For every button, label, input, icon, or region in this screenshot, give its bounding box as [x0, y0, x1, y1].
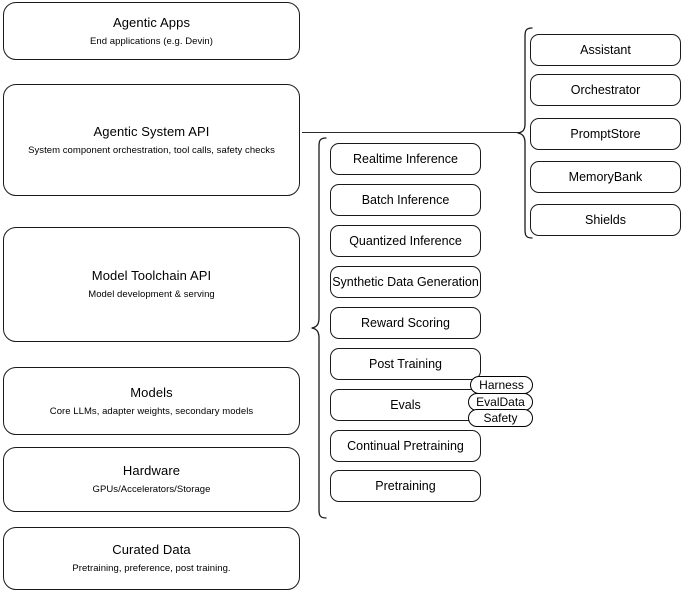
item-label: Orchestrator: [570, 82, 641, 97]
item-label: Assistant: [580, 42, 631, 57]
layer-title: Models: [130, 384, 173, 400]
toolchain-item-post-training[interactable]: Post Training: [330, 348, 481, 380]
layer-subtitle: System component orchestration, tool cal…: [28, 144, 275, 156]
item-label: Batch Inference: [361, 192, 450, 207]
layer-title: Agentic Apps: [112, 14, 191, 30]
brace-agentic-system-components: [517, 27, 533, 239]
item-label: Pretraining: [375, 478, 436, 493]
item-label: Reward Scoring: [361, 315, 450, 330]
layer-agentic-apps[interactable]: Agentic Apps End applications (e.g. Devi…: [3, 2, 300, 60]
item-label: Post Training: [369, 356, 442, 371]
item-label: Evals: [390, 397, 421, 412]
item-label: Quantized Inference: [349, 233, 462, 248]
toolchain-item-pretraining[interactable]: Pretraining: [330, 470, 481, 502]
evals-tag-label: EvalData: [476, 395, 525, 409]
item-label: PromptStore: [570, 126, 641, 141]
toolchain-item-batch-inference[interactable]: Batch Inference: [330, 184, 481, 216]
layer-title: Hardware: [122, 463, 181, 478]
toolchain-item-evals[interactable]: Evals: [330, 389, 481, 421]
layer-subtitle: Core LLMs, adapter weights, secondary mo…: [49, 405, 254, 417]
system-item-shields[interactable]: Shields: [530, 204, 681, 236]
toolchain-item-reward-scoring[interactable]: Reward Scoring: [330, 307, 481, 339]
evals-tag-label: Harness: [479, 378, 524, 392]
system-item-memorybank[interactable]: MemoryBank: [530, 161, 681, 193]
toolchain-item-quantized-inference[interactable]: Quantized Inference: [330, 225, 481, 257]
item-label: Shields: [585, 212, 626, 227]
toolchain-item-realtime-inference[interactable]: Realtime Inference: [330, 143, 481, 175]
system-item-promptstore[interactable]: PromptStore: [530, 118, 681, 150]
layer-subtitle: End applications (e.g. Devin): [90, 35, 213, 47]
item-label: Continual Pretraining: [347, 438, 464, 453]
layer-model-toolchain-api[interactable]: Model Toolchain API Model development & …: [3, 227, 300, 342]
system-item-orchestrator[interactable]: Orchestrator: [530, 74, 681, 106]
system-item-assistant[interactable]: Assistant: [530, 34, 681, 66]
item-label: Synthetic Data Generation: [332, 274, 479, 289]
layer-subtitle: Pretraining, preference, post training.: [72, 563, 231, 574]
brace-model-toolchain: [311, 137, 327, 519]
layer-curated-data[interactable]: Curated Data Pretraining, preference, po…: [3, 527, 300, 590]
layer-subtitle: Model development & serving: [88, 289, 215, 300]
evals-tag-safety[interactable]: Safety: [468, 409, 533, 427]
evals-tag-label: Safety: [483, 411, 518, 425]
connector-system-api-line: [302, 132, 521, 134]
layer-models[interactable]: Models Core LLMs, adapter weights, secon…: [3, 367, 300, 435]
layer-title: Agentic System API: [93, 123, 210, 139]
evals-tag-harness[interactable]: Harness: [470, 376, 533, 394]
toolchain-item-continual-pretraining[interactable]: Continual Pretraining: [330, 430, 481, 462]
item-label: Realtime Inference: [353, 151, 458, 166]
toolchain-item-synthetic-data-generation[interactable]: Synthetic Data Generation: [330, 266, 481, 298]
layer-agentic-system-api[interactable]: Agentic System API System component orch…: [3, 84, 300, 196]
layer-title: Model Toolchain API: [91, 268, 212, 283]
item-label: MemoryBank: [568, 169, 643, 184]
layer-subtitle: GPUs/Accelerators/Storage: [92, 484, 211, 495]
layer-hardware[interactable]: Hardware GPUs/Accelerators/Storage: [3, 447, 300, 512]
layer-title: Curated Data: [112, 542, 191, 557]
